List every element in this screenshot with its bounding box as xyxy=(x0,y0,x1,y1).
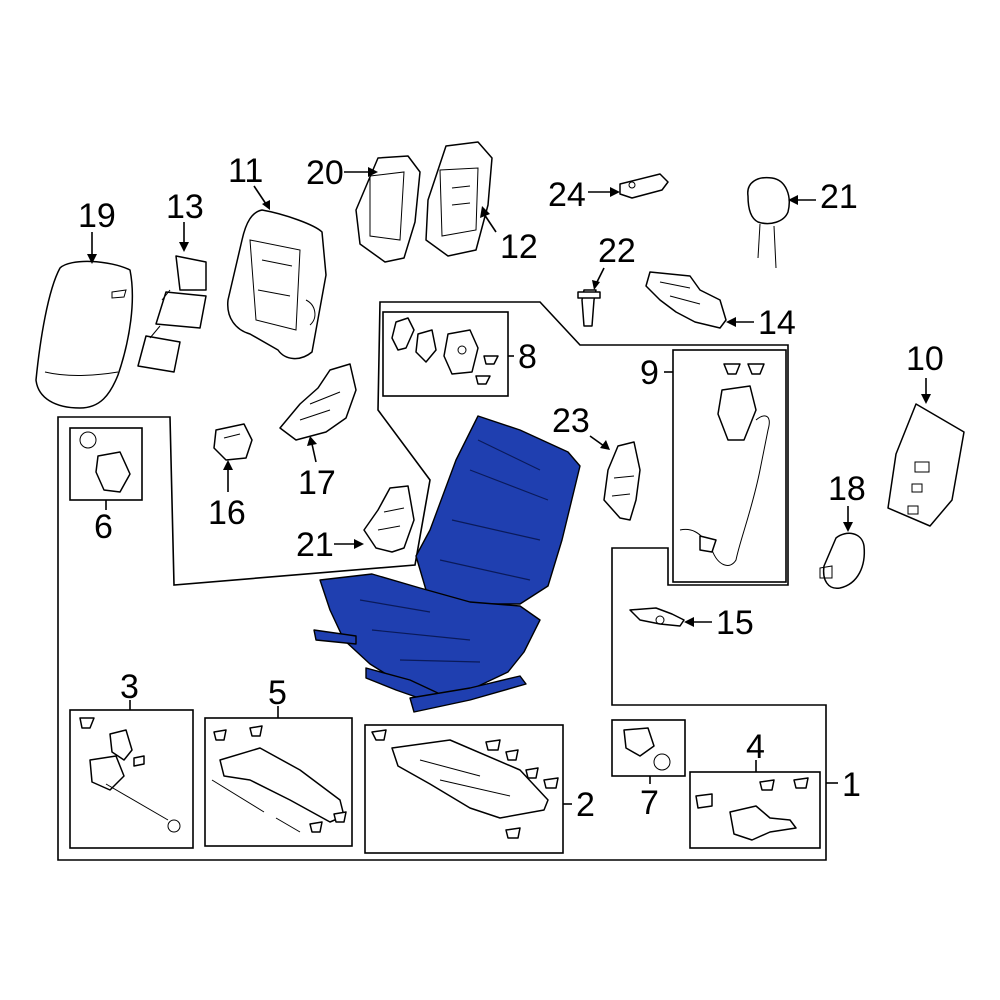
main-seat-frame-highlighted xyxy=(313,415,581,713)
callout-22: 22 xyxy=(598,232,636,270)
callout-23: 23 xyxy=(552,402,590,440)
callout-24: 24 xyxy=(548,176,586,214)
callout-19: 19 xyxy=(78,197,116,235)
part-20-back-panel xyxy=(355,155,421,263)
box-2 xyxy=(364,724,564,854)
part-6-spring-clip xyxy=(79,431,131,493)
part-21-side-trim xyxy=(363,485,415,553)
callout-14: 14 xyxy=(758,304,796,342)
box-9 xyxy=(672,349,787,583)
callout-8: 8 xyxy=(518,338,537,376)
part-7-retainer xyxy=(623,727,671,771)
part-22-guide xyxy=(577,289,601,327)
part-19-seatback-cover xyxy=(35,260,134,409)
part-5-track-rail xyxy=(211,725,347,833)
part-21-headrest xyxy=(747,176,790,269)
callout-17: 17 xyxy=(298,464,336,502)
callout-13: 13 xyxy=(166,188,204,226)
part-2-seat-frame-plate xyxy=(371,729,559,839)
part-13-heater-element xyxy=(137,255,207,373)
part-16-hinge-cover xyxy=(213,423,253,461)
part-11-seatback-pad xyxy=(227,209,327,360)
assembly-1-outline xyxy=(57,301,827,861)
callout-11: 11 xyxy=(228,152,263,190)
box-4 xyxy=(689,771,821,849)
callout-1: 1 xyxy=(842,766,861,804)
part-17-side-cover xyxy=(279,363,357,441)
callout-4: 4 xyxy=(746,728,765,766)
callout-3: 3 xyxy=(120,668,139,706)
seat-cushion-frame xyxy=(319,573,541,697)
part-14-trim-cover xyxy=(645,271,727,329)
part-8-hinge-set xyxy=(391,317,499,385)
callout-21-bottom: 21 xyxy=(296,526,334,564)
callout-21-top: 21 xyxy=(820,178,858,216)
callout-12: 12 xyxy=(500,228,538,266)
callout-18: 18 xyxy=(828,470,866,508)
part-3-recliner xyxy=(79,717,181,833)
part-4-striker xyxy=(695,777,809,841)
callout-2: 2 xyxy=(576,786,595,824)
part-18-knob-cover xyxy=(819,532,866,589)
part-12-back-frame xyxy=(425,141,493,257)
part-23-bracket xyxy=(603,441,641,521)
callout-7: 7 xyxy=(640,784,659,822)
part-10-side-shield xyxy=(887,403,965,527)
callout-labels: 19 13 11 20 12 24 21 22 14 8 9 10 23 18 … xyxy=(78,152,944,824)
callout-6: 6 xyxy=(94,508,113,546)
callout-10: 10 xyxy=(906,340,944,378)
seat-rail-left xyxy=(313,629,357,645)
seatback-frame xyxy=(415,415,581,605)
callout-5: 5 xyxy=(268,674,287,712)
seat-rail-rear xyxy=(409,675,527,713)
box-3 xyxy=(69,709,194,849)
callout-20: 20 xyxy=(306,154,344,192)
callout-16: 16 xyxy=(208,494,246,532)
box-8 xyxy=(382,311,509,397)
part-9-latch-cable xyxy=(679,363,770,566)
box-7 xyxy=(611,719,686,777)
callout-15: 15 xyxy=(716,604,754,642)
part-24-bracket xyxy=(619,173,669,199)
part-15-cable-guide xyxy=(629,607,685,627)
callout-9: 9 xyxy=(640,354,659,392)
